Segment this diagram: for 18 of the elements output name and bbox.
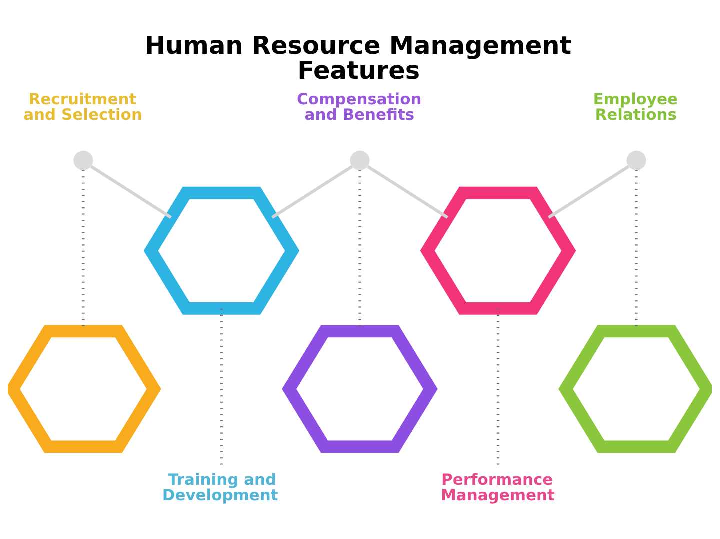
node-circle [74,150,94,170]
node-hexagon [282,324,438,453]
node-hexagon [144,186,300,314]
diagram-title: Human Resource Management Features [144,30,572,84]
node-circle [626,150,646,170]
node-text: Performance Management [441,470,555,504]
node-label: Employee Relations [593,90,678,124]
node-label: Compensation and Benefits [297,90,422,124]
node-hexagon [8,324,162,453]
connector [271,164,353,218]
node-label: Recruitment and Selection [24,90,142,124]
node-circle [350,150,370,170]
connector [367,164,449,218]
node-hexagon [558,324,712,453]
node-text: Training and Development [162,470,278,504]
connector [90,164,172,218]
node-hexagon [420,186,576,314]
connector [548,164,630,218]
